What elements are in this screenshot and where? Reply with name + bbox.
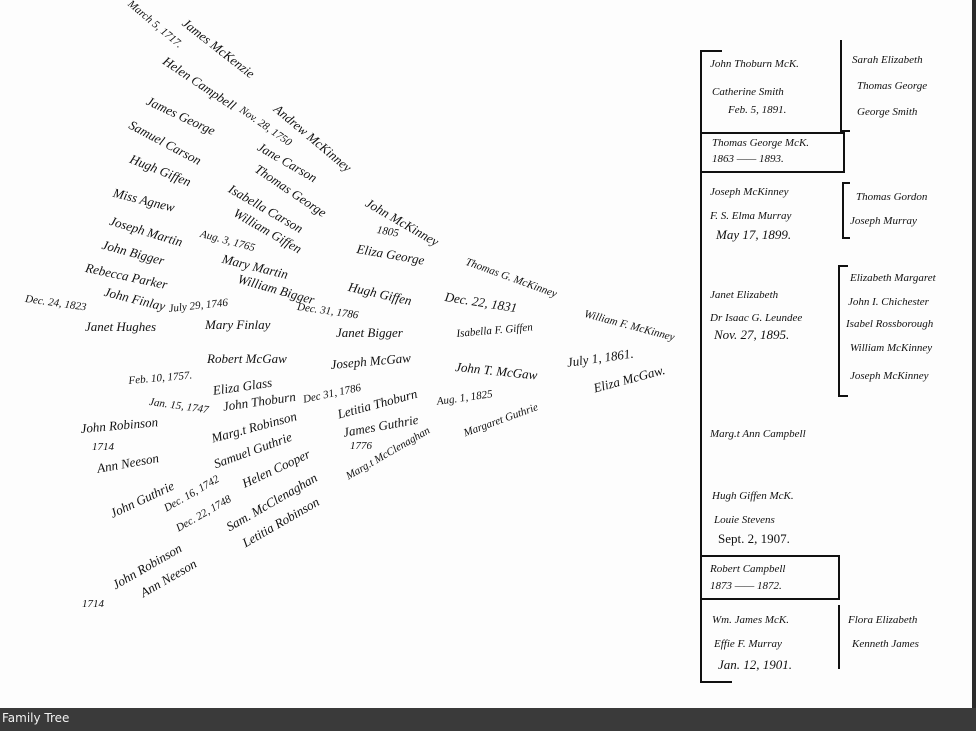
fan-entry: Ann Neeson (95, 450, 160, 476)
fan-entry: March 5, 1717. (125, 0, 185, 51)
fan-entry: Isabella F. Giffen (456, 321, 534, 340)
issue-name: Joseph McKinney (850, 370, 929, 382)
fan-entry: 1714 (92, 441, 114, 453)
fan-entry: Feb. 10, 1757. (128, 369, 193, 387)
divider (700, 555, 840, 557)
issue-bracket (842, 182, 850, 184)
child-name: Joseph McKinney (710, 186, 789, 198)
issue-name: Flora Elizabeth (848, 614, 918, 626)
fan-entry: John Robinson (79, 414, 159, 436)
issue-bracket (840, 40, 842, 132)
issue-bracket (842, 237, 850, 239)
fan-entry: Mary Finlay (205, 317, 271, 332)
spouse-name: Louie Stevens (714, 514, 775, 526)
fan-entry: 1776 (350, 440, 372, 452)
divider (700, 171, 845, 173)
spouse-name: F. S. Elma Murray (710, 210, 792, 222)
fan-entry: Eliza McGaw. (591, 362, 667, 396)
spouse-name: Catherine Smith (712, 86, 784, 98)
marriage-date: Feb. 5, 1891. (728, 104, 787, 116)
issue-name: Sarah Elizabeth (852, 54, 923, 66)
divider (843, 132, 845, 173)
fan-entry: Aug. 3, 1765 (198, 228, 257, 255)
child-name: Janet Elizabeth (710, 289, 779, 301)
fan-entry: Robert McGaw (207, 351, 287, 366)
issue-bracket (840, 130, 850, 132)
fan-entry: John Guthrie (107, 477, 177, 521)
fan-entry: Joseph McGaw (329, 349, 412, 372)
child-name: Robert Campbell (710, 563, 786, 575)
divider (700, 598, 840, 600)
child-name: Marg.t Ann Campbell (710, 428, 806, 440)
issue-bracket (838, 265, 848, 267)
fan-entry: John T. McGaw (454, 359, 539, 383)
spouse-name: Effie F. Murray (714, 638, 782, 650)
fan-entry: Jan. 15, 1747 (148, 396, 210, 417)
issue-bracket (842, 182, 844, 238)
fan-entry: Aug. 1, 1825 (436, 388, 494, 408)
marriage-date: Jan. 12, 1901. (718, 657, 793, 672)
fan-entry: Dec. 31, 1786 (296, 301, 360, 322)
marriage-date: May 17, 1899. (716, 227, 792, 242)
fan-entry: Eliza George (355, 241, 426, 268)
issue-name: Joseph Murray (850, 215, 917, 227)
issue-name: Elizabeth Margaret (850, 272, 936, 284)
fan-entry: July 29, 1746 (168, 296, 229, 315)
fan-entry: 1805 (375, 224, 400, 240)
child-name: John Thoburn McK. (710, 58, 799, 70)
divider (700, 132, 845, 134)
issue-name: Thomas George (857, 80, 928, 92)
issue-bracket (838, 605, 840, 669)
issue-name: George Smith (857, 106, 918, 118)
life-dates: 1873 —— 1872. (710, 580, 782, 592)
divider (838, 555, 840, 600)
fan-entry: Dec. 24, 1823 (24, 293, 88, 314)
issue-bracket (838, 265, 840, 397)
marriage-date: Sept. 2, 1907. (718, 531, 790, 546)
spouse-name: Dr Isaac G. Leundee (710, 312, 803, 324)
fan-entry: William F. McKinney (582, 308, 676, 344)
issue-name: Thomas Gordon (856, 191, 928, 203)
caption-bar: Family Tree (0, 708, 976, 731)
fan-entry: John McKinney (363, 195, 442, 250)
fan-entry: Hugh Giffen (346, 279, 414, 309)
fan-entry: Margaret Guthrie (462, 401, 540, 440)
marriage-date: Nov. 27, 1895. (714, 327, 790, 342)
issue-name: Isabel Rossborough (846, 318, 934, 330)
family-tree-scan: March 5, 1717. James McKenzie Helen Camp… (0, 0, 972, 708)
issue-name: William McKinney (850, 342, 933, 354)
fan-entry: Miss Agnew (111, 185, 177, 215)
issue-bracket (838, 395, 848, 397)
issue-name: Kenneth James (852, 638, 919, 650)
family-bracket-line (700, 50, 702, 683)
fan-entry: July 1, 1861. (565, 345, 635, 370)
divider (700, 50, 722, 52)
child-name: Wm. James McK. (712, 614, 789, 626)
child-name: Hugh Giffen McK. (712, 490, 794, 502)
fan-entry: Janet Bigger (336, 325, 403, 340)
life-dates: 1863 —— 1893. (712, 153, 784, 165)
child-name: Thomas George McK. (712, 137, 810, 149)
issue-name: John I. Chichester (848, 296, 929, 308)
fan-entry: 1714 (82, 598, 104, 610)
fan-entry: Dec. 22, 1831 (443, 289, 519, 316)
fan-entry: Janet Hughes (85, 319, 157, 334)
image-caption: Family Tree (2, 711, 70, 725)
divider (700, 681, 732, 683)
